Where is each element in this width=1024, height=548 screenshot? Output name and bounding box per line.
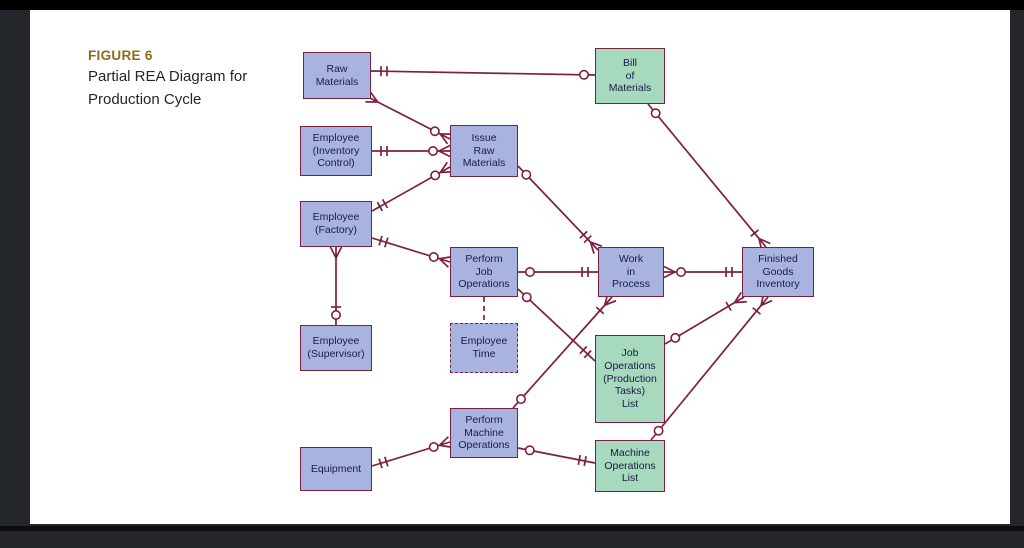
top-black-bar [0, 0, 1024, 10]
node-bill-of-materials: Bill of Materials [595, 48, 665, 104]
node-work-in-process: Work in Process [598, 247, 664, 297]
node-perform-machine-operations: Perform Machine Operations [450, 408, 518, 458]
node-finished-goods-inventory: Finished Goods Inventory [742, 247, 814, 297]
bottom-black-bar [0, 526, 1024, 531]
node-employee-factory: Employee (Factory) [300, 201, 372, 247]
node-equipment: Equipment [300, 447, 372, 491]
node-employee-supervisor: Employee (Supervisor) [300, 325, 372, 371]
figure-title-line2: Production Cycle [88, 90, 202, 108]
node-raw-materials: Raw Materials [303, 52, 371, 99]
node-issue-raw-materials: Issue Raw Materials [450, 125, 518, 177]
figure-caption: FIGURE 6 Partial REA Diagram for Product… [88, 48, 247, 111]
node-employee-time: Employee Time [450, 323, 518, 373]
node-machine-operations-list: Machine Operations List [595, 440, 665, 492]
figure-page: FIGURE 6 Partial REA Diagram for Product… [30, 10, 1010, 524]
figure-title-line1: Partial REA Diagram for [88, 68, 248, 85]
node-perform-job-operations: Perform Job Operations [450, 247, 518, 297]
node-job-operations-list: Job Operations (Production Tasks) List [595, 335, 665, 423]
figure-number: FIGURE 6 [88, 48, 153, 63]
node-employee-inventory-control: Employee (Inventory Control) [300, 126, 372, 176]
